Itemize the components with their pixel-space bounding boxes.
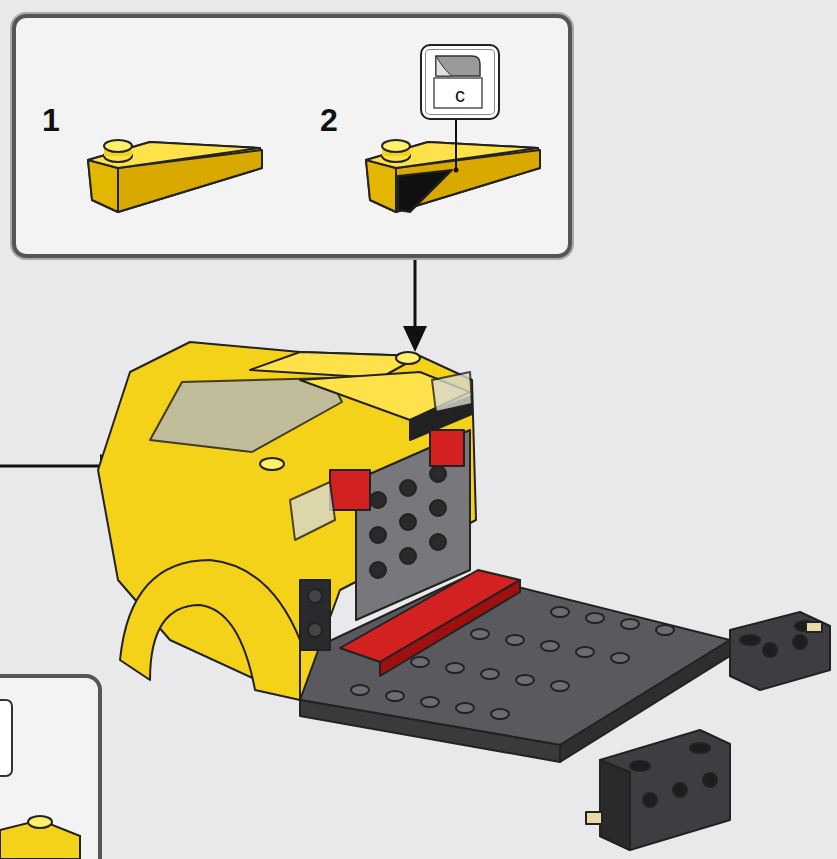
callout-panel: 1 2 c [12, 14, 572, 258]
slope-piece [88, 140, 262, 212]
placement-arrow [414, 258, 417, 330]
panel-ground [14, 16, 570, 256]
sticker-label: c [422, 84, 498, 107]
sticker-box: c [420, 44, 500, 120]
car-model [98, 342, 830, 850]
leader-line [455, 120, 457, 170]
placement-arrow [0, 465, 104, 468]
partial-panel [0, 676, 100, 859]
slope-piece-sticker [366, 140, 540, 212]
sticker-icon [422, 46, 494, 118]
step-number: 1 [42, 102, 60, 139]
step-number: 2 [320, 102, 338, 139]
